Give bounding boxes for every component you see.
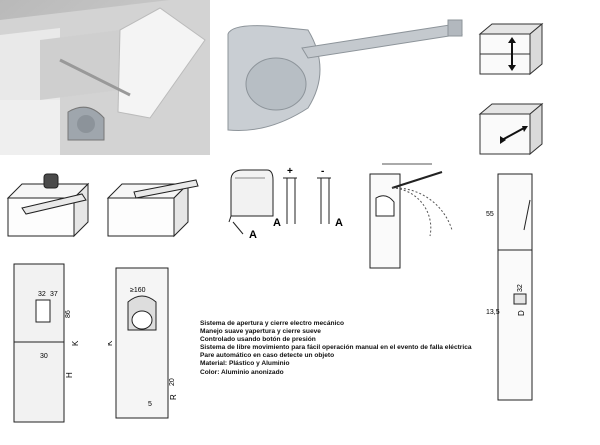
dim-5-label: 5 [148, 401, 152, 408]
section-a-label-3: A [335, 217, 343, 229]
dim-32-label: 32 [38, 291, 46, 298]
dim-d-label: D [517, 310, 526, 316]
section-a-label-1: A [249, 229, 257, 241]
dim-160-label: ≥160 [130, 287, 146, 294]
section-a-label-2: A [273, 217, 281, 229]
spec-line: Manejo suave yapertura y cierre sueve [200, 328, 321, 336]
dim-37-label: 37 [50, 291, 58, 298]
minus-label: - [321, 166, 324, 177]
cabinet-photo [0, 0, 210, 155]
dim-30-left-label: 30 [40, 353, 48, 360]
dim-r-label: R [169, 394, 178, 400]
dim-h-label: H [65, 372, 74, 378]
dim-55-label: 55 [486, 211, 494, 218]
dim-32-right-label: 32 [517, 284, 524, 292]
specification-list: Sistema de apertura y cierre electro mec… [200, 320, 490, 377]
spec-line: Sistema de libre movimiento para fácil o… [200, 344, 472, 352]
front-elevation-left: 32 37 86 30 K H [13, 263, 80, 423]
spec-line: Sistema de apertura y cierre electro mec… [200, 320, 345, 327]
lift-mechanism-render [227, 19, 463, 131]
side-elevation-drawing: 55 32 D 13,5 [486, 173, 533, 401]
spec-line: Material: Plástico y Aluminio [200, 360, 290, 368]
dim-86-label: 86 [65, 310, 72, 318]
cabinet-open-sketch-1 [6, 173, 90, 238]
front-elevation-middle: ≥160 K 20 R 5 [108, 267, 178, 419]
dim-k-left-label: K [71, 340, 80, 346]
plus-label: + [287, 166, 293, 177]
door-section-a-diagram: A + A - A [228, 166, 343, 241]
dim-k-mid-label: K [108, 340, 114, 346]
cabinet-open-sketch-2 [106, 179, 199, 238]
cabinet-vertical-lift-icon [478, 22, 544, 76]
spec-line: Color: Aluminio anonizado [200, 368, 284, 376]
dim-13-5-label: 13,5 [486, 309, 500, 316]
spec-line: Pare automático en caso detecte un objet… [200, 352, 335, 360]
dim-20-label: 20 [169, 378, 176, 386]
mechanism-technical-drawing [369, 163, 453, 269]
spec-line: Controlado usando botón de presión [200, 336, 316, 344]
cabinet-horizontal-lift-icon [478, 102, 544, 156]
